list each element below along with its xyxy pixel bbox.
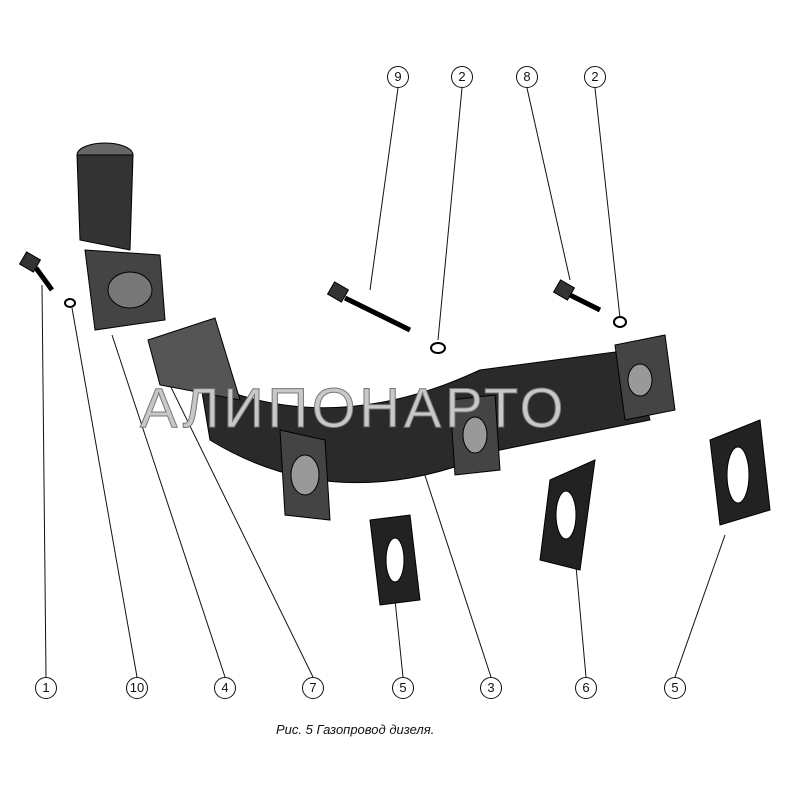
callout-8: 8 bbox=[516, 66, 538, 88]
callout-2: 2 bbox=[451, 66, 473, 88]
fasteners bbox=[18, 251, 627, 354]
callout-1: 1 bbox=[35, 677, 57, 699]
callout-6: 6 bbox=[575, 677, 597, 699]
callout-4: 4 bbox=[214, 677, 236, 699]
callout-2: 2 bbox=[584, 66, 606, 88]
figure-caption: Рис. 5 Газопровод дизеля. bbox=[276, 722, 435, 737]
gaskets bbox=[369, 419, 771, 606]
manifold bbox=[147, 317, 676, 521]
callout-10: 10 bbox=[126, 677, 148, 699]
elbow-pipe bbox=[76, 142, 166, 331]
callout-9: 9 bbox=[387, 66, 409, 88]
callout-3: 3 bbox=[480, 677, 502, 699]
callout-5: 5 bbox=[664, 677, 686, 699]
callout-7: 7 bbox=[302, 677, 324, 699]
leader-lines bbox=[41, 87, 726, 678]
callout-5: 5 bbox=[392, 677, 414, 699]
watermark: АЛИПОНАРТО bbox=[139, 376, 568, 440]
